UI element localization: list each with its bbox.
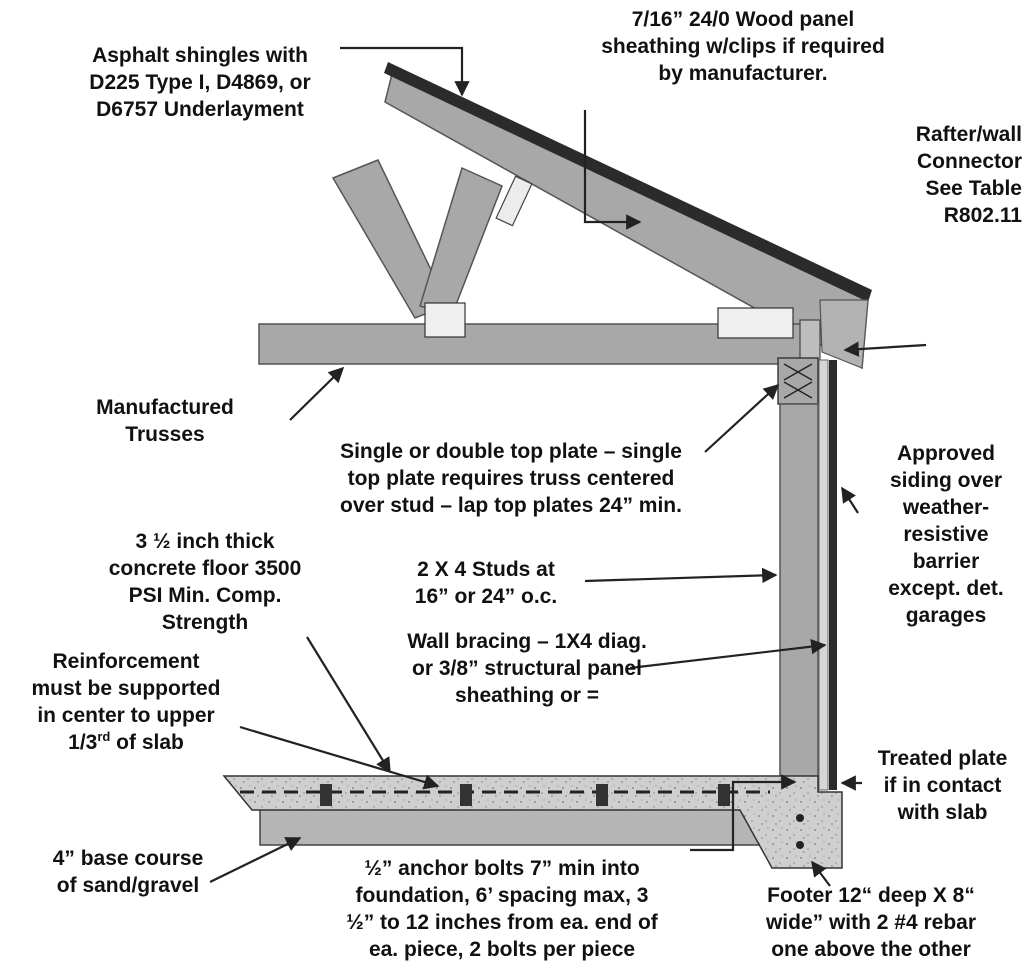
- truss-gusset-plate-1: [424, 302, 466, 338]
- top-plate: [777, 357, 819, 405]
- truss-gusset-plate-2: [717, 307, 794, 339]
- label-bracing: Wall bracing – 1X4 diag. or 3/8” structu…: [407, 630, 647, 707]
- label-shingles: Asphalt shingles with D225 Type I, D4869…: [89, 44, 311, 121]
- label-base-course: 4” base course of sand/gravel: [52, 847, 204, 897]
- rebar-chairs: [320, 784, 730, 806]
- label-connector: Rafter/wall Connector See Table R802.11: [915, 123, 1022, 227]
- stud-wall: [779, 403, 819, 793]
- label-footer: Footer 12“ deep X 8“ wide” with 2 #4 reb…: [765, 884, 977, 961]
- web-gusset: [495, 175, 533, 227]
- roof-shingles: [384, 62, 872, 302]
- label-trusses: Manufactured Trusses: [96, 396, 234, 446]
- concrete-slab: [222, 775, 843, 869]
- label-siding: Approved siding over weather- resistive …: [888, 442, 1004, 627]
- footer-rebar-bottom: [796, 841, 804, 849]
- sheathing: [818, 359, 829, 791]
- label-anchor-bolts: ½” anchor bolts 7” min into foundation, …: [346, 857, 658, 961]
- label-reinforcement: Reinforcement must be supported in cente…: [31, 650, 221, 754]
- heel-block: [799, 319, 821, 361]
- siding: [829, 360, 837, 790]
- label-sheathing: 7/16” 24/0 Wood panel sheathing w/clips …: [601, 8, 885, 85]
- label-studs: 2 X 4 Studs at 16” or 24” o.c.: [414, 558, 558, 608]
- leader-lines: [209, 46, 927, 887]
- label-top-plate: Single or double top plate – single top …: [340, 440, 682, 517]
- truss-web-right: [419, 166, 503, 316]
- rafter-tail: [819, 299, 869, 369]
- label-concrete-floor: 3 ½ inch thick concrete floor 3500 PSI M…: [108, 530, 302, 634]
- label-treated-plate: Treated plate if in contact with slab: [877, 747, 1008, 824]
- footer-rebar-top: [796, 814, 804, 822]
